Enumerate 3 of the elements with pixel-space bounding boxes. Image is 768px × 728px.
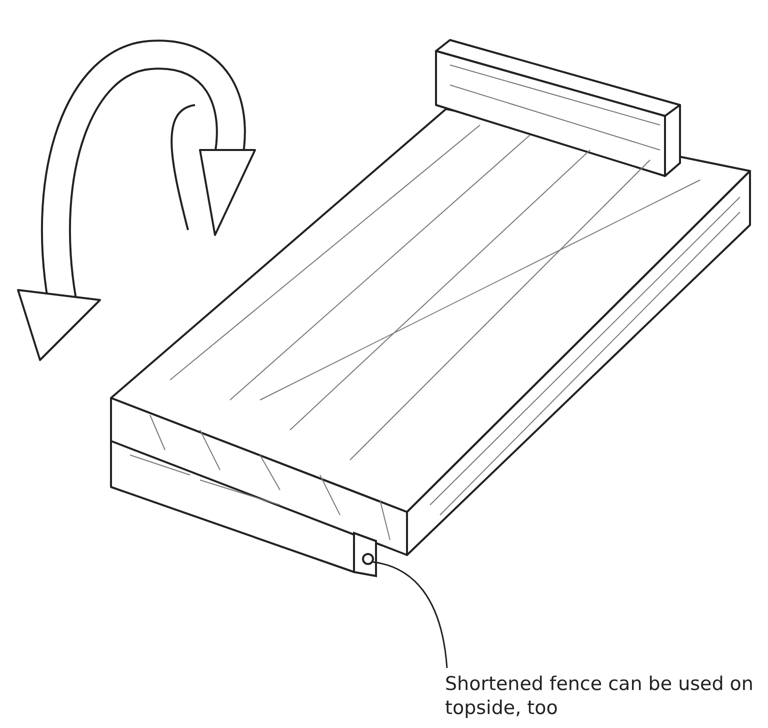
shortened-fence — [353, 532, 377, 578]
callout-text: Shortened fence can be used on topside, too — [445, 672, 755, 720]
leader-line — [372, 561, 448, 668]
